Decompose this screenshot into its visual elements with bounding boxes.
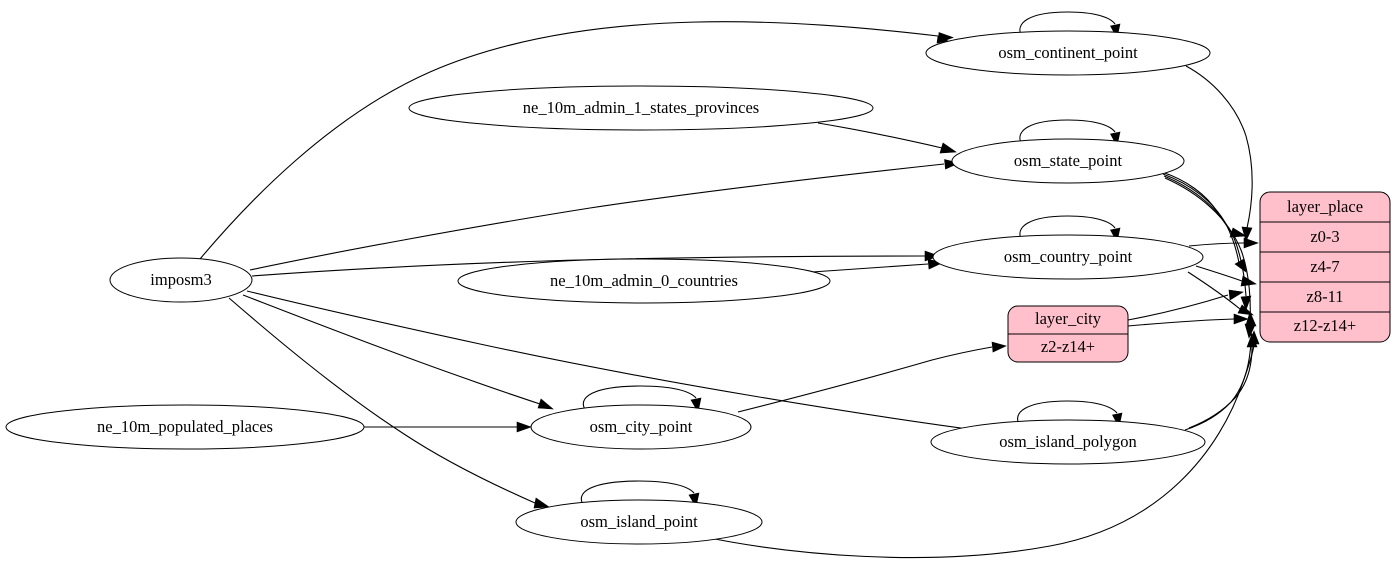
node-osm_city_point[interactable]: osm_city_point: [530, 404, 752, 450]
edge-osm_continent_point-to-layer_place_z0: [1185, 65, 1253, 242]
node-osm_continent_point[interactable]: osm_continent_point: [925, 30, 1211, 76]
edge-imposm3-to-osm_island_point: [228, 297, 550, 509]
edge-ne_10m_admin_1_states_provinces-to-osm_state_point: [817, 122, 957, 154]
edge-imposm3-to-osm_state_point: [249, 159, 960, 271]
edge-osm_country_point-to-layer_place_z8: [1195, 265, 1257, 287]
edge-osm_island_polygon-to-layer_place_z12: [1188, 333, 1258, 429]
edge-layer_city-to-layer_place_z8: [1127, 289, 1244, 321]
edge-osm_city_point-to-layer_city_z2: [737, 341, 1007, 413]
edge-osm_country_point-to-layer_place_z12: [1187, 271, 1254, 316]
node-layer_city[interactable]: layer_city z2-z14+: [1007, 305, 1129, 363]
node-osm_state_point[interactable]: osm_state_point: [951, 138, 1185, 184]
edge-layer_city-to-layer_place_z12: [1127, 313, 1249, 327]
edge-imposm3-to-osm_city_point: [242, 294, 554, 410]
edge-imposm3-to-osm_continent_point: [199, 21, 954, 260]
edge-ne_10m_populated_places-to-osm_city_point: [364, 421, 532, 433]
edge-osm_state_point-to-layer_place_z0: [1161, 171, 1247, 238]
edge-imposm3-to-osm_country_point: [251, 250, 940, 277]
node-ne_10m_populated_places[interactable]: ne_10m_populated_places: [5, 404, 365, 450]
node-ne_10m_admin_1_states_provinces[interactable]: ne_10m_admin_1_states_provinces: [408, 85, 874, 131]
node-layer: imposm3 ne_10m_admin_1_states_provinces …: [5, 30, 1391, 545]
edge-ne_10m_admin_0_countries-to-osm_country_point: [811, 258, 943, 273]
edge-osm_island_polygon-to-layer_place_z8: [1184, 311, 1257, 431]
edge-osm_island_point-to-layer_place_z12: [699, 330, 1260, 559]
node-osm_country_point[interactable]: osm_country_point: [932, 234, 1204, 280]
node-osm_island_polygon[interactable]: osm_island_polygon: [930, 419, 1206, 465]
edge-osm_country_point-to-layer_place_z4: [1188, 237, 1259, 249]
node-layer_place[interactable]: layer_place z0-3 z4-7 z8-11 z12-z14+: [1259, 191, 1391, 343]
node-osm_island_point[interactable]: osm_island_point: [515, 499, 763, 545]
node-ne_10m_admin_0_countries[interactable]: ne_10m_admin_0_countries: [457, 258, 831, 304]
node-imposm3[interactable]: imposm3: [109, 257, 253, 303]
